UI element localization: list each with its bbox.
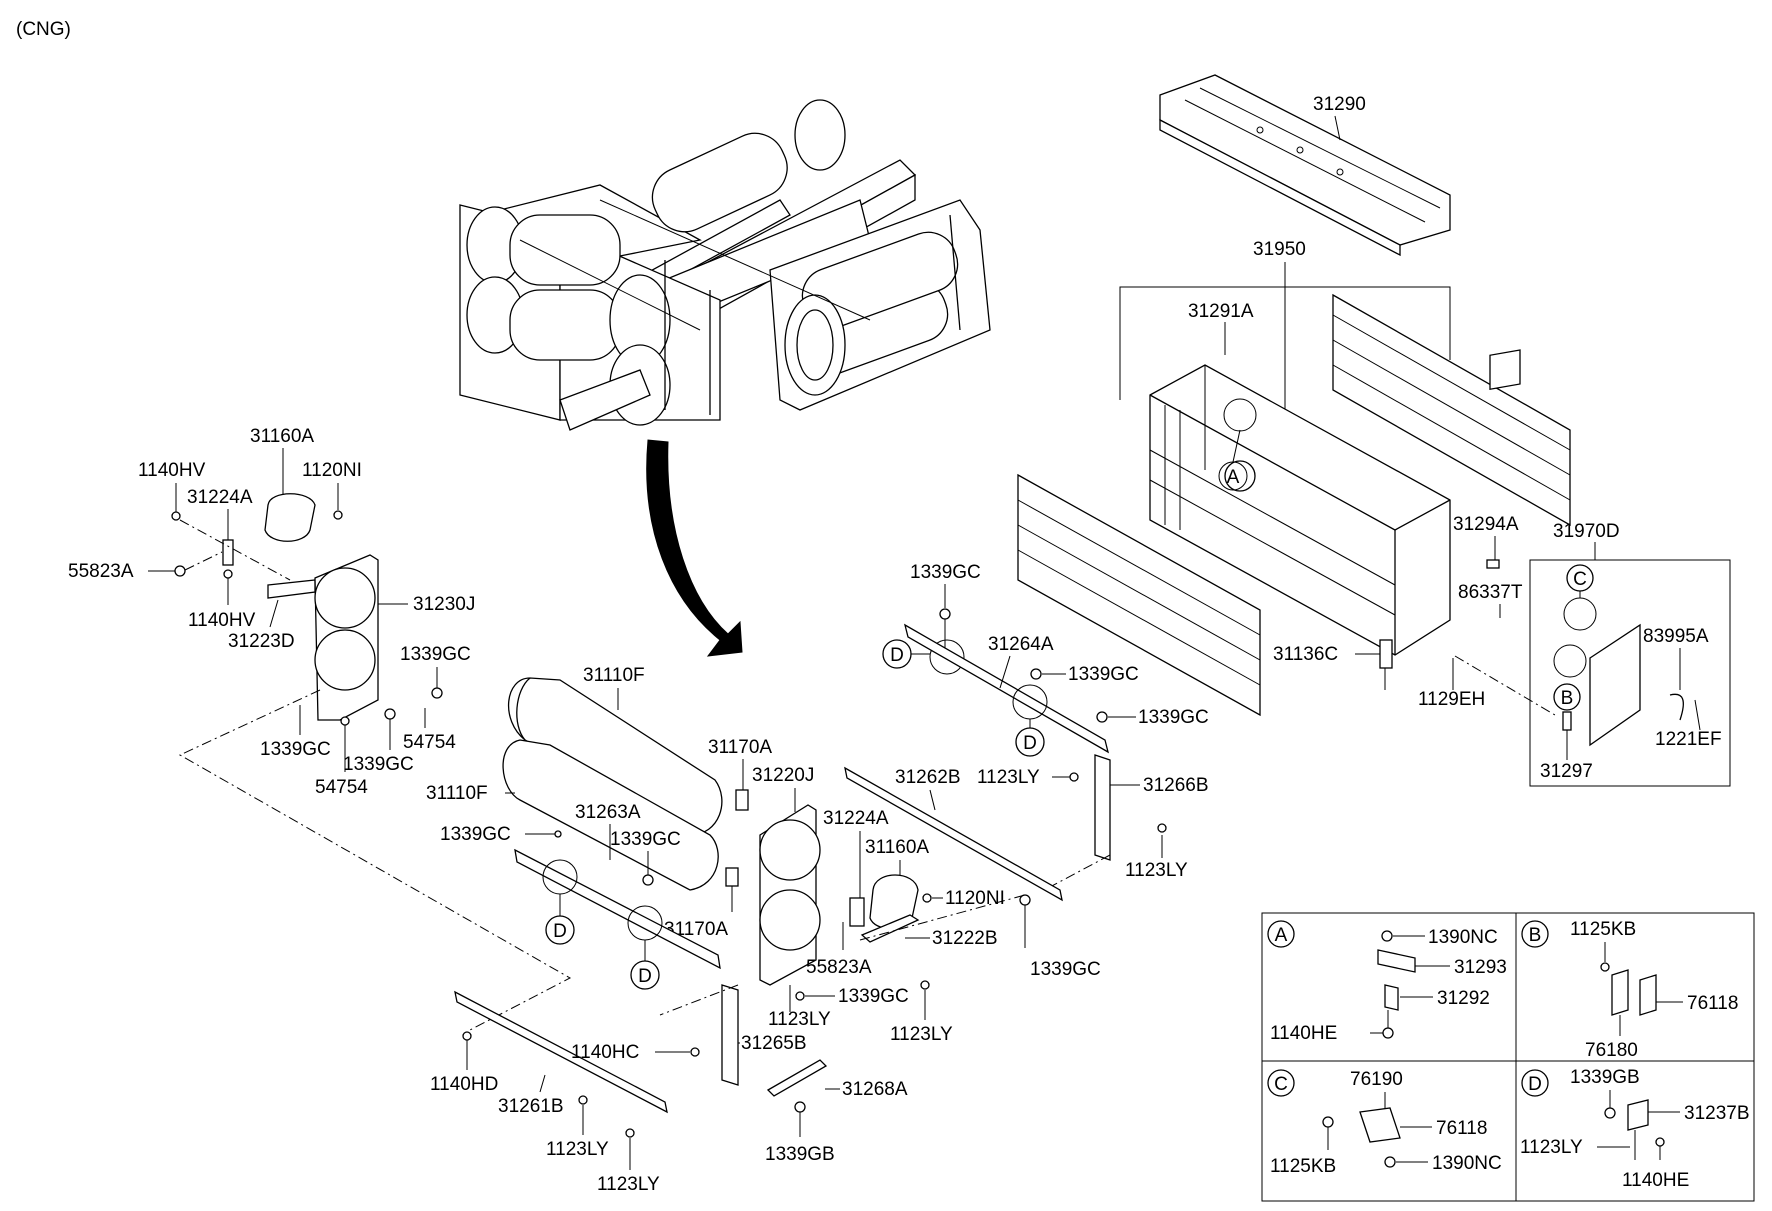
label-1140HD: 1140HD	[430, 1074, 498, 1095]
detail-a-31292: 31292	[1437, 988, 1490, 1009]
label-1123LY-a: 1123LY	[977, 767, 1040, 788]
label-1339GC-a: 1339GC	[910, 562, 981, 583]
detail-c-76190: 76190	[1350, 1069, 1403, 1090]
label-31170A-a: 31170A	[708, 737, 772, 758]
label-86337T: 86337T	[1458, 582, 1523, 603]
label-31970D: 31970D	[1553, 521, 1620, 542]
detail-a-1390NC: 1390NC	[1428, 927, 1498, 948]
cover-31290	[1159, 74, 1451, 257]
side-panel-back	[1332, 293, 1571, 527]
label-31110F-a: 31110F	[583, 665, 645, 686]
detail-d-title: D	[1528, 1074, 1542, 1095]
tank-31110F-lower	[502, 739, 719, 891]
detail-c-1125KB: 1125KB	[1270, 1156, 1336, 1177]
label-31265B: 31265B	[741, 1033, 807, 1054]
callout-d-2: D	[1023, 733, 1037, 754]
detail-a-title: A	[1275, 925, 1288, 946]
detail-d-31237B: 31237B	[1684, 1103, 1750, 1124]
label-31950: 31950	[1253, 239, 1306, 260]
label-31223D: 31223D	[228, 631, 295, 652]
bracket-31220J	[759, 804, 821, 986]
label-1339GC-d: 1339GC	[400, 644, 471, 665]
label-31261B: 31261B	[498, 1096, 564, 1117]
label-31294A: 31294A	[1453, 514, 1519, 535]
detail-grid	[1261, 912, 1755, 1202]
label-1140HV-b: 1140HV	[188, 610, 256, 631]
label-1140HC: 1140HC	[571, 1042, 639, 1063]
detail-c-title: C	[1274, 1074, 1288, 1095]
label-31220J: 31220J	[752, 765, 814, 786]
strap-31160A-b	[869, 874, 919, 930]
label-31224A-a: 31224A	[187, 487, 253, 508]
label-1339GC-i: 1339GC	[1030, 959, 1101, 980]
label-1339GC-c: 1339GC	[1138, 707, 1209, 728]
label-55823A-b: 55823A	[806, 957, 872, 978]
label-1120NI-a: 1120NI	[302, 460, 362, 481]
detail-a-31293: 31293	[1454, 957, 1507, 978]
label-31230J: 31230J	[413, 594, 475, 615]
label-31262B: 31262B	[895, 767, 961, 788]
label-1339GC-f: 1339GC	[343, 754, 414, 775]
label-31264A: 31264A	[988, 634, 1054, 655]
label-31136C: 31136C	[1273, 644, 1338, 665]
detail-d-1123LY: 1123LY	[1520, 1137, 1583, 1158]
label-54754-a: 54754	[403, 732, 456, 753]
callout-a: A	[1227, 467, 1240, 488]
detail-b-1125KB: 1125KB	[1570, 919, 1636, 940]
label-31291A: 31291A	[1188, 301, 1254, 322]
label-1339GC-e: 1339GC	[260, 739, 331, 760]
label-1123LY-f: 1123LY	[597, 1174, 660, 1195]
bracket-31230J	[314, 554, 379, 721]
label-1129EH: 1129EH	[1418, 689, 1485, 710]
label-1120NI-b: 1120NI	[945, 888, 1005, 909]
detail-box-31970D	[1529, 559, 1731, 787]
label-1339GC-j: 1339GC	[838, 986, 909, 1007]
label-1123LY-e: 1123LY	[546, 1139, 609, 1160]
label-1339GC-g: 1339GC	[440, 824, 511, 845]
detail-c-76118: 76118	[1436, 1118, 1487, 1139]
label-1123LY-b: 1123LY	[1125, 860, 1188, 881]
label-31268A: 31268A	[842, 1079, 908, 1100]
label-1140HV-a: 1140HV	[138, 460, 206, 481]
callout-c-box: C	[1573, 569, 1587, 590]
variant-label: (CNG)	[16, 19, 71, 40]
detail-d-1140HE: 1140HE	[1622, 1170, 1689, 1191]
callout-b-box: B	[1561, 688, 1574, 709]
direction-arrow	[646, 439, 743, 657]
label-31224A-b: 31224A	[823, 808, 889, 829]
label-31263A: 31263A	[575, 802, 641, 823]
label-31160A-b: 31160A	[865, 837, 929, 858]
label-54754-b: 54754	[315, 777, 368, 798]
callout-a-marker	[1224, 460, 1256, 492]
vehicle-frame-assembly	[459, 99, 991, 431]
detail-b-76180: 76180	[1585, 1040, 1638, 1061]
callout-d-1: D	[890, 645, 904, 666]
callout-d-4: D	[638, 966, 652, 987]
strap-31160A-a	[264, 493, 316, 542]
detail-c-1390NC: 1390NC	[1432, 1153, 1502, 1174]
detail-a-1140HE: 1140HE	[1270, 1023, 1337, 1044]
label-31110F-b: 31110F	[426, 783, 488, 804]
label-31290: 31290	[1313, 94, 1366, 115]
label-1123LY-c: 1123LY	[768, 1009, 831, 1030]
label-31266B: 31266B	[1143, 775, 1209, 796]
label-1123LY-d: 1123LY	[890, 1024, 953, 1045]
label-31160A-a: 31160A	[250, 426, 314, 447]
label-31297: 31297	[1540, 761, 1593, 782]
label-31222B: 31222B	[932, 928, 998, 949]
frame-box-31950	[1149, 364, 1451, 656]
label-1339GC-h: 1339GC	[610, 829, 681, 850]
label-1221EF: 1221EF	[1655, 729, 1722, 750]
label-1339GC-b: 1339GC	[1068, 664, 1139, 685]
label-83995A: 83995A	[1643, 626, 1709, 647]
callout-d-3: D	[553, 921, 567, 942]
detail-b-title: B	[1529, 925, 1542, 946]
label-1339GB-a: 1339GB	[765, 1144, 835, 1165]
detail-d-1339GB: 1339GB	[1570, 1067, 1640, 1088]
side-panel-front	[1017, 473, 1261, 717]
detail-b-76118: 76118	[1687, 993, 1738, 1014]
label-55823A-a: 55823A	[68, 561, 134, 582]
